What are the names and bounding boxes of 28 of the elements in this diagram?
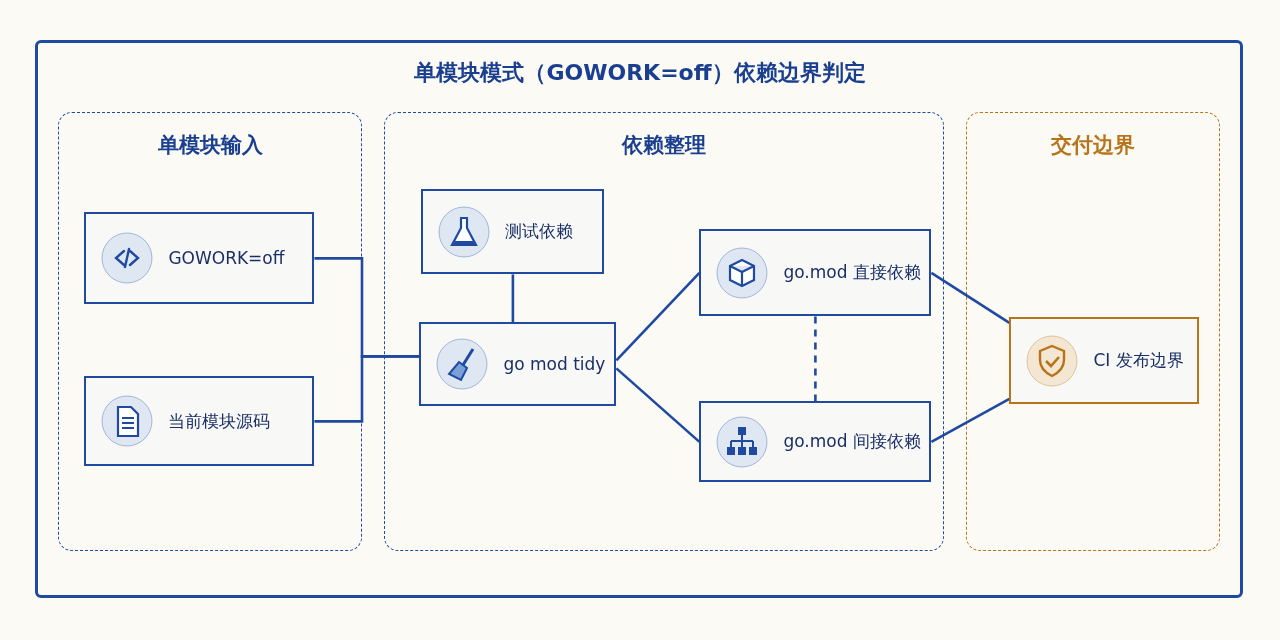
node-label: GOWORK=off — [168, 248, 285, 269]
group-heading: 交付边界 — [1050, 132, 1136, 159]
connector-line — [615, 272, 701, 362]
connector-line — [511, 274, 515, 323]
node-label: 当前模块源码 — [168, 409, 271, 433]
group-panel — [384, 112, 944, 551]
process-box — [1009, 317, 1200, 405]
process-box — [699, 229, 932, 317]
connector-line — [314, 355, 420, 423]
group-heading: 依赖整理 — [620, 132, 707, 159]
node-label: CI 发布边界 — [1093, 349, 1184, 373]
connector-line — [615, 367, 701, 443]
connector-line — [930, 271, 1011, 324]
node-label: go.mod 间接依赖 — [783, 430, 921, 454]
connector-line — [814, 316, 817, 402]
node-label: go mod tidy — [503, 354, 606, 375]
diagram-title: 单模块模式（GOWORK=off）依赖边界判定 — [413, 59, 867, 87]
process-box — [421, 189, 605, 275]
node-label: go.mod 直接依赖 — [783, 261, 921, 285]
process-box — [84, 376, 315, 467]
group-panel — [966, 112, 1220, 551]
group-heading: 单模块输入 — [156, 132, 264, 159]
process-box — [84, 212, 315, 305]
connector-line — [930, 397, 1010, 444]
node-label: 测试依赖 — [505, 220, 574, 244]
group-panel — [58, 112, 362, 551]
process-box — [699, 401, 932, 483]
process-box — [419, 322, 617, 407]
